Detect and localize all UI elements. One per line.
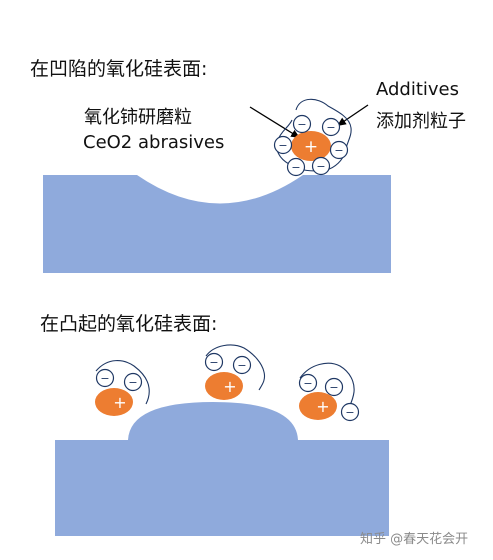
negative-additive-particle	[298, 373, 318, 393]
additive-chain	[299, 362, 355, 411]
additive-pointer-arrow	[336, 104, 369, 127]
svg-text:−: −	[297, 118, 306, 131]
negative-charge: −	[303, 377, 312, 390]
ceo2-abrasive-particle	[205, 372, 243, 400]
ceo2-abrasive-particle	[299, 392, 337, 420]
svg-text:−: −	[326, 121, 335, 134]
svg-text:−: −	[334, 144, 343, 157]
negative-additive-particle: −	[286, 157, 306, 177]
abrasive-additive-cluster: + − − − − − −	[273, 98, 352, 177]
negative-charge: −	[329, 381, 338, 394]
positive-charge: +	[223, 377, 236, 396]
svg-text:−: −	[291, 161, 300, 174]
negative-additive-particle: −	[273, 135, 293, 155]
negative-additive-particle: −	[311, 156, 331, 176]
negative-additive-particle	[204, 352, 224, 372]
svg-text:−: −	[278, 139, 287, 152]
negative-additive-particle	[95, 368, 115, 388]
abrasive-additive-cluster: − − +	[95, 360, 150, 416]
concave-surface-heading: 在凹陷的氧化硅表面:	[30, 58, 208, 80]
negative-additive-particle: −	[292, 114, 312, 134]
negative-charge: −	[237, 359, 246, 372]
watermark: 知乎 @春天花会开	[360, 532, 469, 547]
negative-charge: −	[209, 356, 218, 369]
convex-surface-heading: 在凸起的氧化硅表面:	[40, 313, 218, 335]
negative-additive-particle	[123, 372, 143, 392]
negative-additive-particle	[232, 355, 252, 375]
abrasive-pointer-arrow	[249, 106, 301, 139]
abrasive-label-cn: 氧化铈研磨粒	[84, 107, 192, 128]
abrasive-label-en: CeO2 abrasives	[83, 132, 225, 153]
negative-additive-particle	[324, 377, 344, 397]
positive-charge: +	[304, 137, 318, 157]
convex-oxide-surface	[55, 402, 389, 536]
positive-charge: +	[113, 393, 126, 412]
additive-chain	[205, 344, 266, 391]
negative-charge: −	[128, 376, 137, 389]
additive-chain	[95, 360, 150, 405]
positive-charge: +	[316, 397, 329, 416]
negative-additive-particle	[340, 402, 360, 422]
negative-additive-particle: −	[321, 117, 341, 137]
concave-oxide-surface	[43, 175, 391, 273]
additive-label-en: Additives	[376, 79, 460, 100]
additive-label-cn: 添加剂粒子	[376, 111, 466, 132]
ceo2-abrasive-particle	[95, 388, 133, 416]
abrasive-additive-cluster: − − +	[204, 344, 266, 400]
negative-charge: −	[100, 372, 109, 385]
abrasive-additive-cluster: − − − +	[298, 362, 360, 422]
negative-charge: −	[345, 406, 354, 419]
ceo2-abrasive-particle	[291, 131, 331, 161]
negative-additive-particle: −	[329, 140, 349, 160]
svg-text:−: −	[316, 160, 325, 173]
